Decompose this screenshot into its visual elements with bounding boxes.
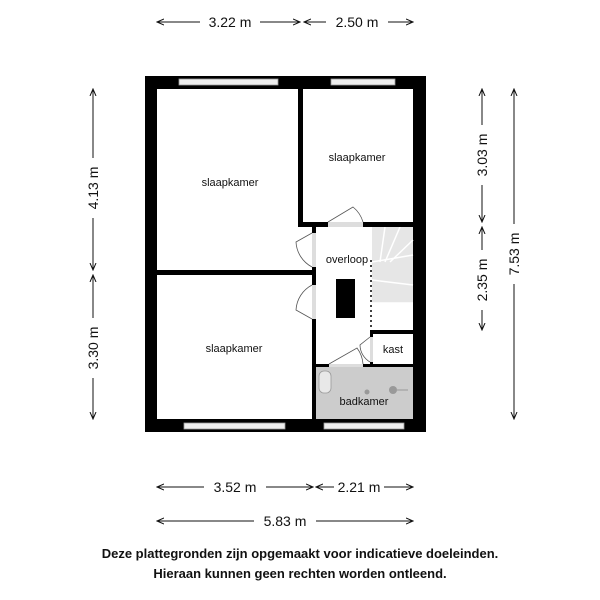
- stairs: [370, 226, 414, 330]
- dim-right-lower: 2.35 m: [474, 259, 490, 302]
- room-label-bathroom: badkamer: [340, 396, 389, 408]
- room-label-landing: overloop: [326, 254, 368, 266]
- dimension-labels: 3.22 m 2.50 m 3.52 m 2.21 m 5.83 m 4.13 …: [83, 12, 524, 531]
- door-swings: [295, 206, 371, 365]
- dim-left-lower: 3.30 m: [85, 327, 101, 370]
- disclaimer-line-1: Deze plattegronden zijn opgemaakt voor i…: [101, 546, 499, 561]
- room-label-closet: kast: [383, 344, 403, 356]
- room-label-bedroom-2: slaapkamer: [329, 152, 386, 164]
- plan-walls: [145, 76, 426, 432]
- windows: [178, 78, 405, 430]
- stair-void: [336, 279, 355, 318]
- dim-top-left: 3.22 m: [209, 14, 252, 30]
- dim-bottom-total: 5.83 m: [264, 513, 307, 529]
- dim-left-upper: 4.13 m: [85, 167, 101, 210]
- dim-top-right: 2.50 m: [336, 14, 379, 30]
- dim-bottom-right: 2.21 m: [338, 479, 381, 495]
- room-label-bedroom-1: slaapkamer: [202, 177, 259, 189]
- dim-right-total: 7.53 m: [506, 233, 522, 276]
- bathroom-fixtures: [318, 370, 408, 395]
- dim-bottom-left: 3.52 m: [214, 479, 257, 495]
- room-label-bedroom-3: slaapkamer: [206, 343, 263, 355]
- dim-right-upper: 3.03 m: [474, 134, 490, 177]
- disclaimer-line-2: Hieraan kunnen geen rechten worden ontle…: [153, 566, 447, 581]
- room-labels: slaapkamer slaapkamer slaapkamer overloo…: [202, 152, 404, 408]
